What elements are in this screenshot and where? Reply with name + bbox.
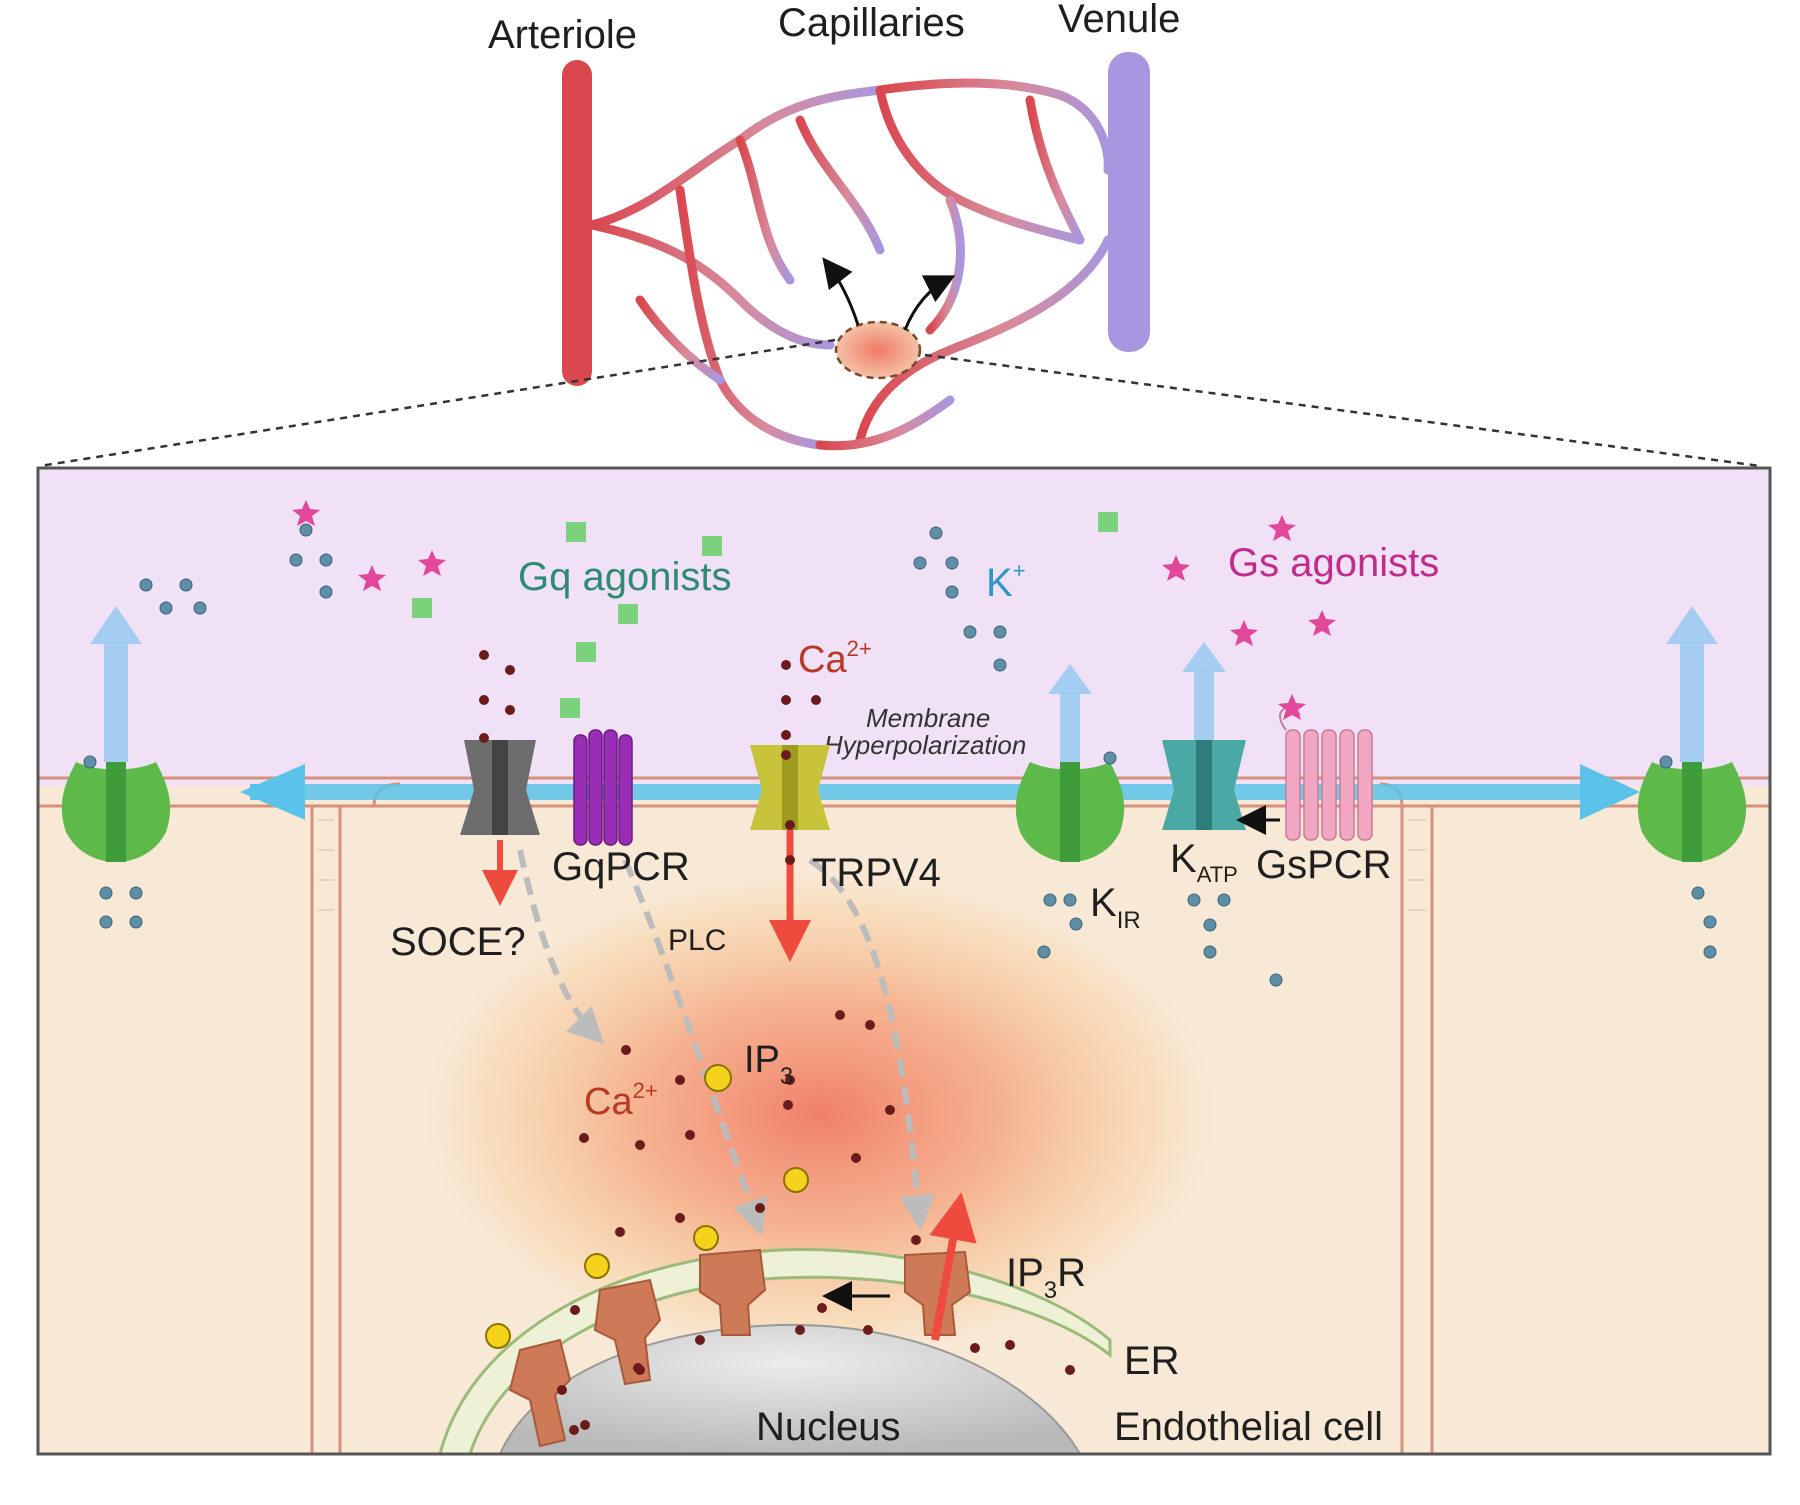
ip3-molecule <box>485 1323 511 1349</box>
ip3-molecule <box>584 1253 610 1279</box>
membrane-label-line2: Hyperpolarization <box>824 730 1026 760</box>
katp-channel <box>1162 642 1246 830</box>
gq-agonists-label: Gq agonists <box>518 555 731 599</box>
propagation-arrow-right <box>903 275 956 331</box>
trpv4-channel <box>750 745 830 830</box>
kir-channel-center <box>1015 664 1125 862</box>
junction-hatch <box>318 819 1426 911</box>
zoom-line-left <box>39 338 836 468</box>
gspcr-receptor <box>1279 706 1373 841</box>
capillaries-label: Capillaries <box>778 1 965 45</box>
er-label: ER <box>1124 1339 1180 1383</box>
ip3r-channel-1 <box>508 1338 572 1448</box>
ca-ions <box>479 650 1075 1435</box>
ip3r-channels <box>508 1248 972 1448</box>
vascular-network <box>39 52 1761 468</box>
arteriole-vessel <box>562 60 592 386</box>
venule-label: Venule <box>1058 0 1180 41</box>
ip3r-label: IP3R <box>1006 1251 1086 1304</box>
gqpcr-label: GqPCR <box>552 845 690 889</box>
ip3-label: IP3 <box>744 1039 793 1090</box>
capillary-network <box>587 78 1113 451</box>
endothelial-cell-label: Endothelial cell <box>1114 1405 1383 1449</box>
soce-label: SOCE? <box>390 920 526 964</box>
nucleus-label: Nucleus <box>756 1405 901 1449</box>
kir-label: KIR <box>1090 881 1141 934</box>
propagation-arrow-left <box>822 257 860 326</box>
ip3-molecule <box>693 1225 719 1251</box>
ip3-molecule <box>704 1064 732 1092</box>
kir-channel-right <box>1637 606 1747 862</box>
soce-channel <box>460 740 540 835</box>
kir-channel-left <box>61 606 171 862</box>
gq-agonists <box>412 512 1118 718</box>
ca-top-label: Ca2+ <box>798 636 872 681</box>
ip3-molecules <box>485 1064 809 1349</box>
plasma-membrane <box>38 776 1770 808</box>
ip3r-ca-release-arrow <box>929 1192 977 1341</box>
venule-vessel <box>1108 52 1150 352</box>
extracellular-space <box>38 468 1770 786</box>
k-plus-label: K+ <box>986 558 1026 605</box>
zoom-line-right <box>924 353 1761 468</box>
plc-label: PLC <box>668 924 726 957</box>
k-ions <box>83 523 1717 987</box>
gqpcr-receptor <box>573 729 633 846</box>
arteriole-label: Arteriole <box>488 13 637 57</box>
membrane-label-line1: Membrane <box>866 703 990 733</box>
gs-agonists-label: Gs agonists <box>1228 541 1439 585</box>
ca-signal-glow <box>400 855 1240 1375</box>
cell-panel: Membrane Hyperpolarization <box>36 466 1772 1456</box>
trpv4-label: TRPV4 <box>812 851 941 895</box>
ip3r-channel-4 <box>904 1250 972 1336</box>
katp-label: KATP <box>1170 837 1238 887</box>
ip3r-channel-3 <box>699 1248 767 1336</box>
cell-panel-frame <box>36 466 1772 1456</box>
gspcr-label: GsPCR <box>1256 843 1392 887</box>
ip3-molecule <box>783 1167 809 1193</box>
signalling-paths <box>517 849 936 1236</box>
ip3r-channel-2 <box>593 1278 662 1386</box>
ca-hotspot <box>834 320 922 380</box>
gs-agonists <box>292 500 1336 720</box>
ca-inner-label: Ca2+ <box>584 1078 658 1123</box>
